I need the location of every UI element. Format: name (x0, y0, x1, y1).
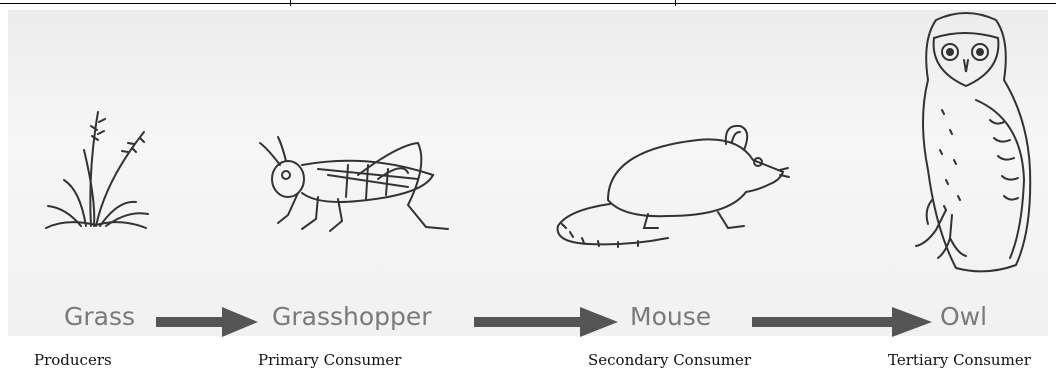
grasshopper-icon (258, 135, 458, 240)
grass-icon (36, 110, 156, 240)
top-rule-tick (290, 0, 291, 6)
arrow-grass-to-grasshopper (156, 307, 258, 337)
top-rule (0, 0, 1056, 6)
organism-name-mouse: Mouse (630, 302, 711, 332)
organism-name-owl: Owl (940, 302, 987, 332)
food-chain-panel: Grass Grasshopper Mouse Owl (8, 10, 1048, 336)
trophic-level-secondary: Secondary Consumer (588, 350, 751, 370)
organism-name-grasshopper: Grasshopper (272, 302, 432, 332)
arrow-grasshopper-to-mouse (474, 307, 618, 337)
trophic-level-tertiary: Tertiary Consumer (888, 350, 1031, 370)
trophic-level-producers: Producers (34, 350, 112, 370)
owl-icon (906, 10, 1051, 280)
mouse-icon (548, 120, 793, 250)
organism-name-grass: Grass (64, 302, 135, 332)
top-rule-line (0, 3, 1056, 4)
trophic-level-primary: Primary Consumer (258, 350, 401, 370)
top-rule-tick (675, 0, 676, 6)
arrow-mouse-to-owl (752, 307, 932, 337)
